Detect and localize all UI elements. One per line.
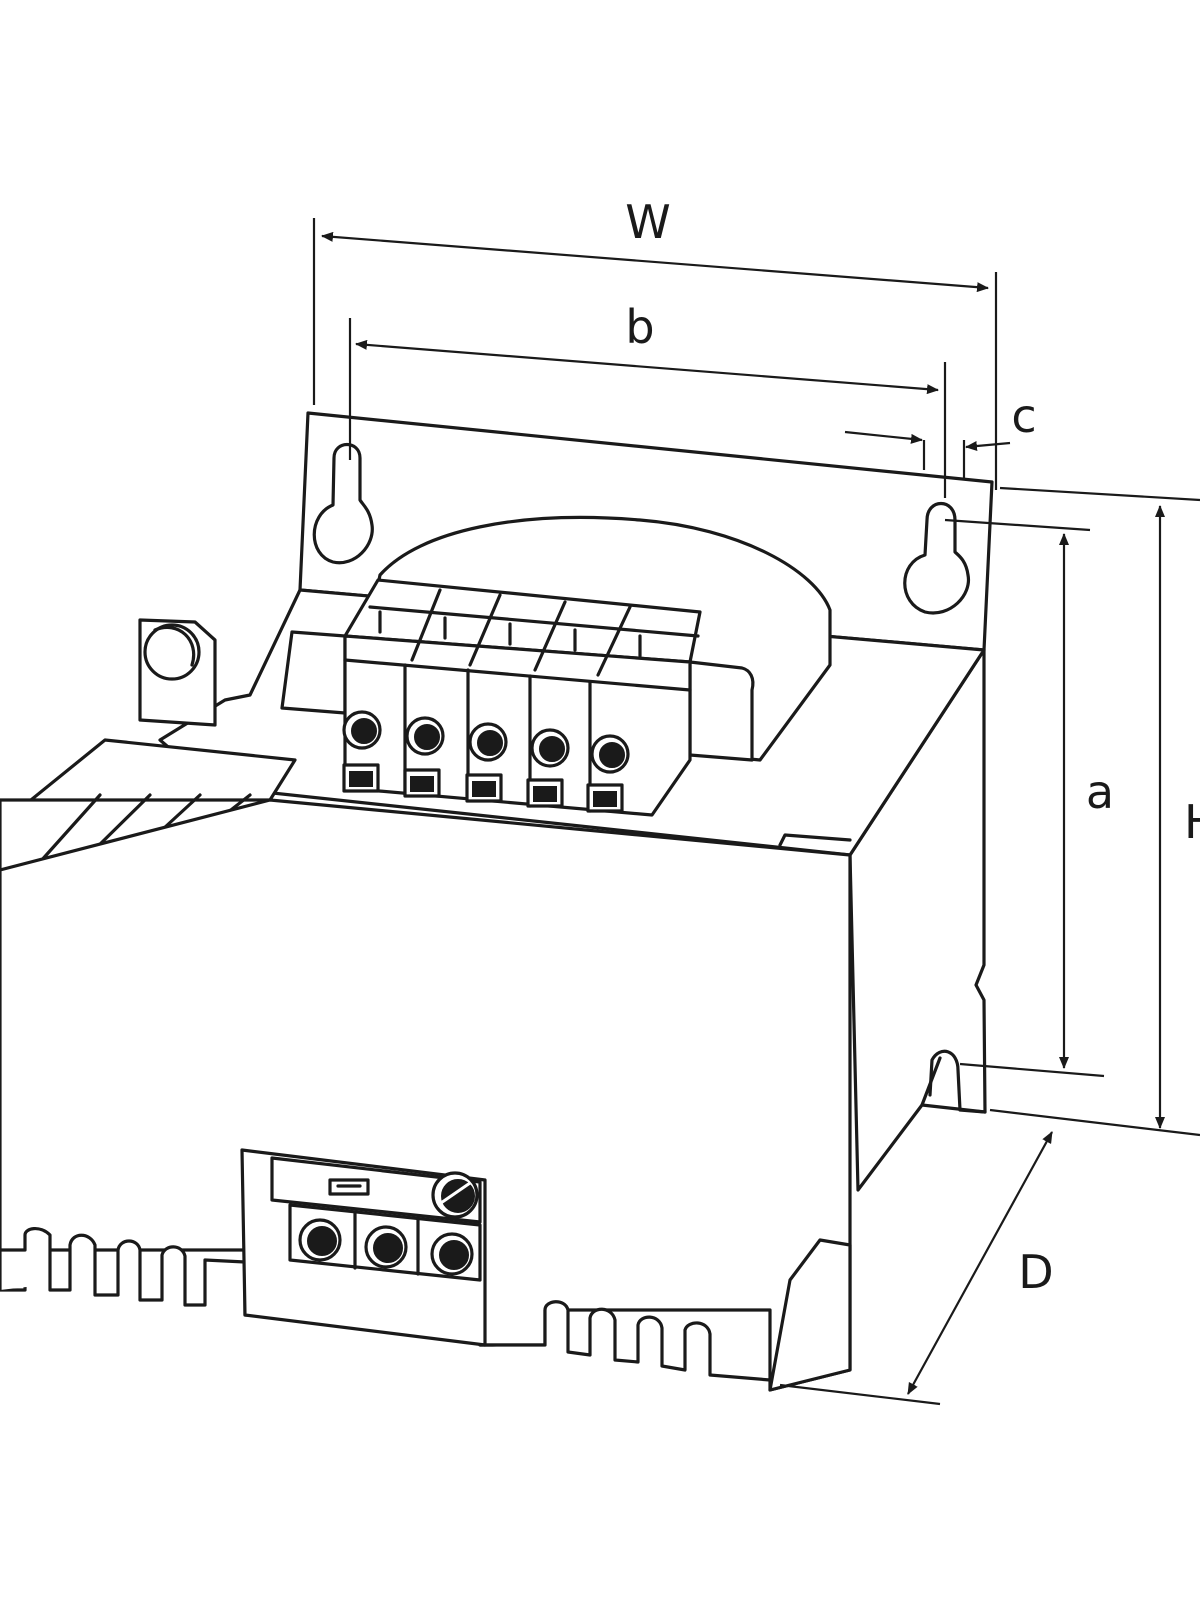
height-label: H: [1184, 795, 1200, 849]
offset-dimension-arrow-right: [965, 441, 1011, 451]
ground-terminal: [138, 618, 217, 727]
hole-spacing-label: b: [625, 300, 654, 354]
mounting-height-label: a: [1086, 765, 1114, 819]
terminal-clamp-left: [280, 630, 347, 715]
keyhole-slot-left: [312, 442, 374, 565]
offset-label: c: [1011, 389, 1036, 443]
width-dimension-arrow: [321, 231, 989, 293]
cooling-fins-bottom-left: [0, 1227, 246, 1307]
keyhole-slot-right: [903, 502, 970, 615]
terminal-clamp-slots: [342, 763, 624, 813]
offset-dimension-arrow-left: [844, 430, 923, 444]
housing-side-panel: [848, 648, 987, 1192]
secondary-terminals: [288, 1203, 482, 1282]
terminal-screws: [342, 710, 630, 774]
depth-dimension-arrow: [907, 1131, 1053, 1395]
depth-label: D: [1018, 1245, 1053, 1299]
dimension-lines: [312, 218, 1200, 1406]
width-label: W: [625, 195, 670, 249]
cooling-fins-bottom-right: [480, 1300, 771, 1382]
terminal-clamp-right: [688, 660, 755, 762]
primary-terminal-block: [343, 578, 702, 817]
hole-spacing-dimension-arrow: [355, 339, 939, 395]
base-foot: [768, 1238, 852, 1392]
